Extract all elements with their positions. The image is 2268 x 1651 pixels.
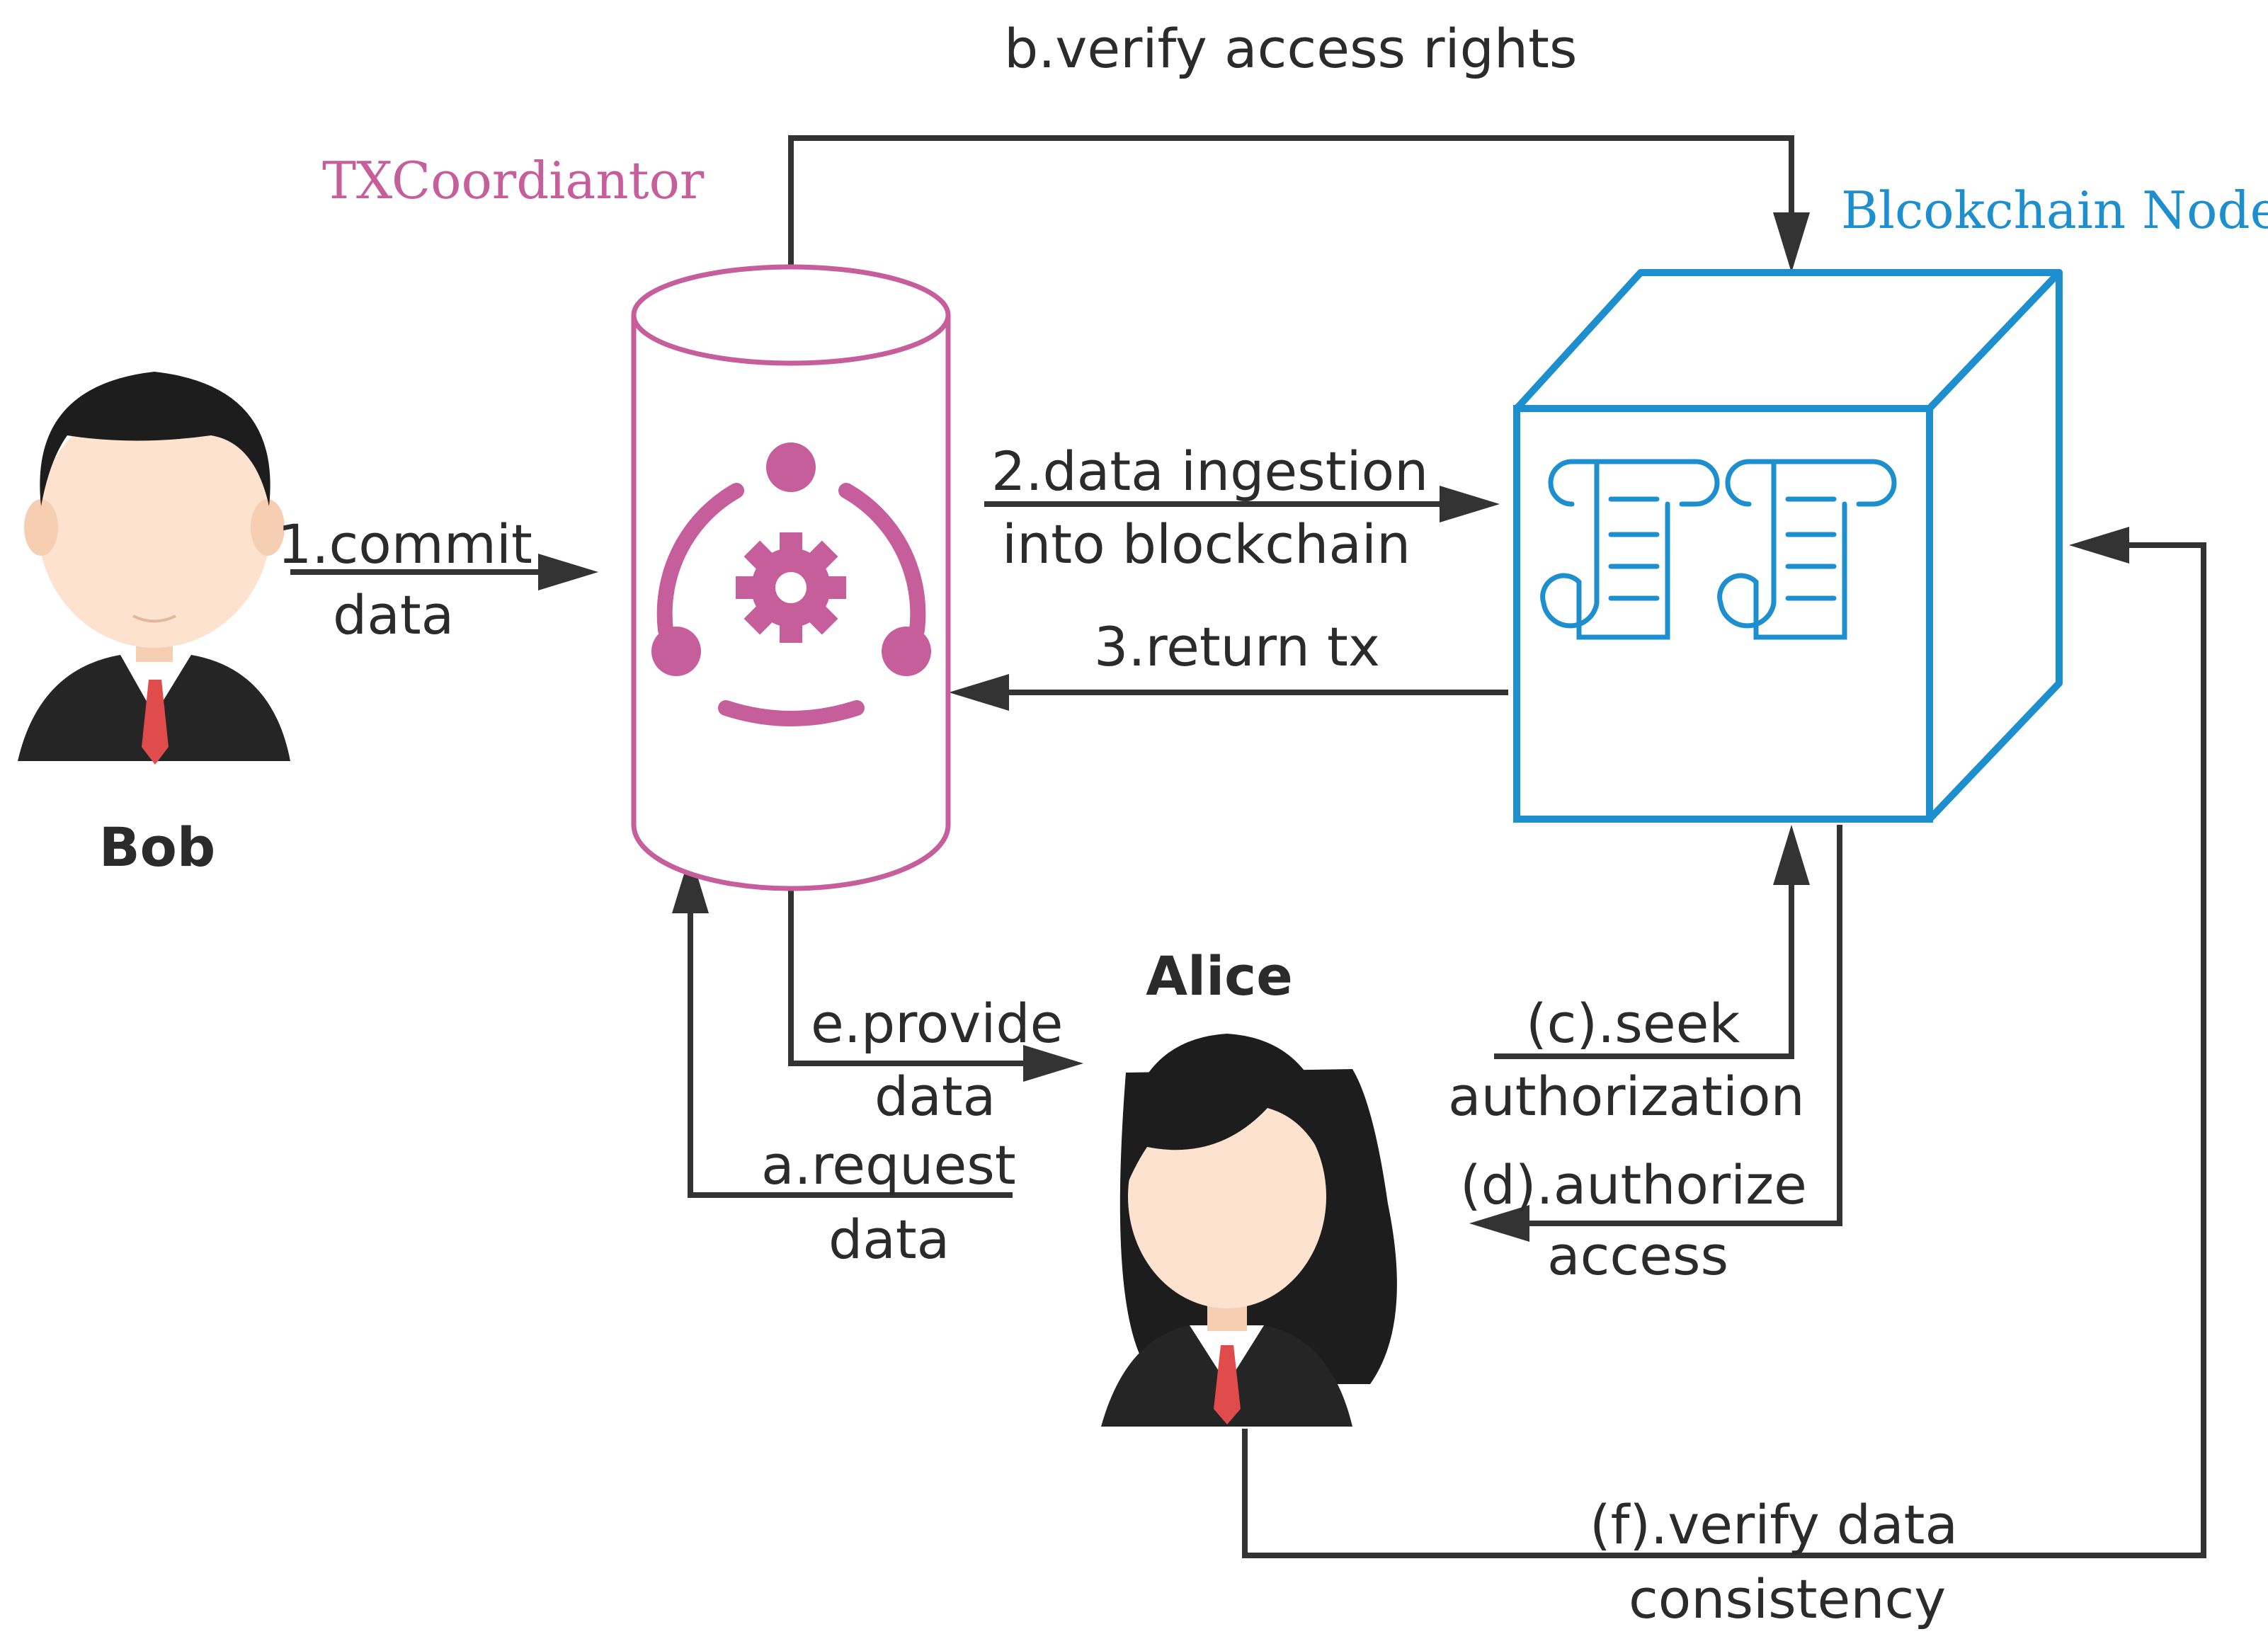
coordinator-node xyxy=(631,264,951,891)
alice-name: Alice xyxy=(1146,944,1293,1007)
arrow-verify-consistency xyxy=(1242,527,2206,1558)
label-seek-line2: authorization xyxy=(1448,1065,1805,1128)
label-ingestion-line1: 2.data ingestion xyxy=(991,440,1428,503)
label-request: a.request data xyxy=(761,1133,1016,1271)
label-verify-consistency-line1: (f).verify data xyxy=(1590,1493,1958,1556)
label-commit-line2: data xyxy=(333,583,454,646)
label-ingestion: 2.data ingestion into blockchain xyxy=(991,440,1428,576)
arrow-commit xyxy=(290,554,598,590)
label-provide: e.provide data xyxy=(811,992,1063,1128)
label-provide-line2: data xyxy=(874,1065,996,1128)
label-verify-consistency-line2: consistency xyxy=(1629,1567,1946,1630)
arrow-provide xyxy=(788,889,1083,1082)
label-authorize-line2: access xyxy=(1547,1224,1728,1287)
label-commit-line1: 1.commit xyxy=(278,513,532,576)
cube-with-scrolls-icon xyxy=(1513,269,2063,823)
label-return-tx: 3.return tx xyxy=(1094,615,1380,678)
blockchain-label: Blcokchain Node xyxy=(1841,181,2268,240)
arrow-seek xyxy=(1494,825,1810,1059)
bob-name: Bob xyxy=(99,816,216,879)
arrow-return-tx xyxy=(949,674,1508,711)
label-request-line1: a.request xyxy=(761,1133,1016,1196)
label-authorize-line1: (d).authorize xyxy=(1460,1153,1807,1216)
label-seek-line1: (c).seek xyxy=(1526,992,1740,1055)
label-verify-consistency: (f).verify data consistency xyxy=(1590,1493,1958,1630)
label-verify-rights-line1: b.verify access rights xyxy=(1004,17,1577,80)
label-seek: (c).seek authorization xyxy=(1448,992,1805,1128)
blockchain-node xyxy=(1513,269,2063,823)
coordinator-label: TXCoordiantor xyxy=(322,151,705,210)
man-avatar-icon xyxy=(18,372,290,765)
arrow-ingestion xyxy=(984,486,1500,522)
label-authorize: (d).authorize access xyxy=(1460,1153,1807,1287)
label-return-tx-line1: 3.return tx xyxy=(1094,615,1380,678)
woman-avatar-icon xyxy=(1101,1034,1397,1427)
label-verify-rights: b.verify access rights xyxy=(1004,17,1577,80)
label-request-line2: data xyxy=(828,1208,950,1271)
label-provide-line1: e.provide xyxy=(811,992,1063,1055)
label-ingestion-line2: into blockchain xyxy=(1002,513,1411,576)
arrow-verify-rights xyxy=(788,135,1810,273)
label-commit: 1.commit data xyxy=(278,513,532,646)
arrow-request xyxy=(672,853,1013,1198)
database-cylinder-with-gear-icon xyxy=(651,442,931,726)
arrow-authorize xyxy=(1469,825,1842,1242)
